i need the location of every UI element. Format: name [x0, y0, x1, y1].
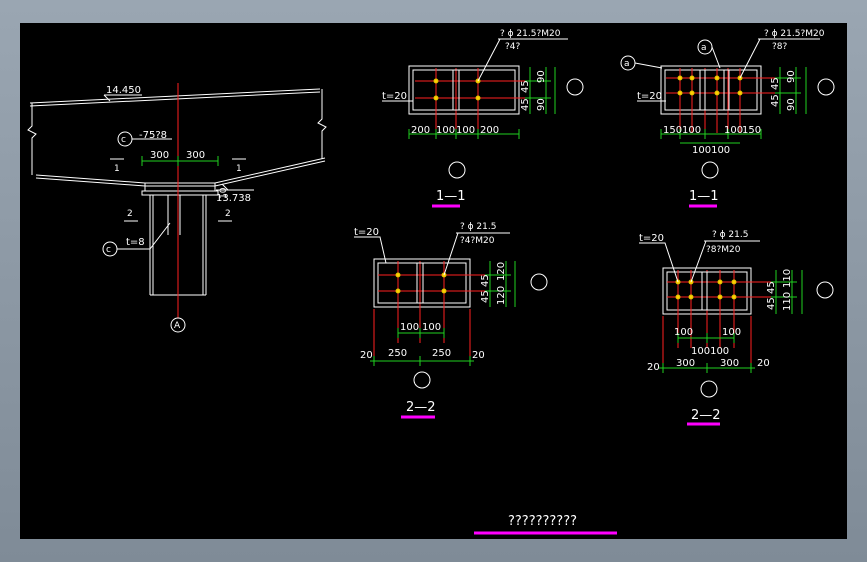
column-plate-text: t=8	[126, 237, 145, 248]
section-bubble-icon	[448, 161, 466, 179]
label-a-2: a	[701, 43, 707, 53]
section-1-1-left: ? ϕ 21.5?M20 ?4? t=20 200 100 100 200 45…	[382, 29, 584, 208]
dim-bottom-1: 150	[663, 125, 682, 136]
dim-right-1: 45	[770, 77, 781, 90]
bolt-note-2: ?8?M20	[706, 245, 741, 255]
dim-bottom-2: 300	[676, 358, 695, 369]
dim-bottom-3: 100	[456, 125, 475, 136]
plate-c-label: c	[121, 135, 126, 145]
dim-bottom-2: 250	[388, 348, 407, 359]
dim-right-1: 45	[766, 281, 777, 294]
section-title: 2—2	[406, 400, 436, 415]
dim-right-4: 120	[496, 286, 507, 305]
bolt-note-1: ? ϕ 21.5	[712, 230, 748, 240]
plate-thickness: t=20	[639, 233, 664, 244]
section-1-left: 1	[114, 164, 120, 174]
section-2-left: 2	[127, 209, 133, 219]
dim-right-4: 90	[536, 98, 547, 111]
label-a-1: a	[624, 59, 630, 69]
dim-mid-1: 100	[400, 322, 419, 333]
section-bubble-icon	[701, 161, 719, 179]
dim-right-3: 120	[496, 262, 507, 281]
dim-right-3: 110	[782, 269, 793, 288]
bottom-elevation: 13.738	[216, 193, 251, 204]
section-bubble-icon	[816, 281, 834, 299]
plate-thickness: t=20	[382, 91, 407, 102]
section-bubble-icon	[566, 78, 584, 96]
dim-mid-1: 100	[674, 327, 693, 338]
dim-right-2: 45	[766, 297, 777, 310]
bolt-note-2: ?4?M20	[460, 236, 495, 246]
bolt-note-2: ?8?	[772, 42, 788, 52]
bolt-note-2: ?4?	[505, 42, 521, 52]
dim-bottom-4: 150	[742, 125, 761, 136]
dim-right-3: 90	[536, 70, 547, 83]
drawing-title: ??????????	[508, 514, 577, 529]
section-title: 2—2	[691, 408, 721, 423]
dim-right-1: 45	[480, 274, 491, 287]
section-2-2-right: t=20 ? ϕ 21.5 ?8?M20 100 100 100100 20 3…	[639, 230, 834, 426]
section-2-right: 2	[225, 209, 231, 219]
dim-bottom-3: 100	[724, 125, 743, 136]
dim-bottom-4: 200	[480, 125, 499, 136]
dim-bottom-4: 20	[757, 358, 770, 369]
dim-bottom-1: 20	[360, 350, 373, 361]
section-bubble-icon	[413, 371, 431, 389]
dim-right-4: 90	[786, 98, 797, 111]
dim-right-2: 45	[770, 94, 781, 107]
section-bubble-icon	[817, 78, 835, 96]
dim-mid-2: 100	[722, 327, 741, 338]
column-plate-label: c	[106, 245, 111, 255]
dim-right-3: 90	[786, 70, 797, 83]
section-title: 1—1	[689, 189, 719, 204]
dim-bottom-3: 300	[720, 358, 739, 369]
dim-mid-row2: 100100	[691, 346, 729, 357]
dim-right-4: 110	[782, 292, 793, 311]
dim-bottom-1: 200	[411, 125, 430, 136]
section-2-2-left: t=20 ? ϕ 21.5 ?4?M20 100 100 20 250 250 …	[354, 222, 548, 419]
dim-mid-2: 100	[422, 322, 441, 333]
section-bubble-icon	[700, 380, 718, 398]
section-title: 1—1	[436, 189, 466, 204]
bolt-note-1: ? ϕ 21.5?M20	[764, 29, 825, 39]
drawing-title-block: ??????????	[474, 514, 617, 535]
section-bubble-icon	[530, 273, 548, 291]
axis-label: A	[174, 321, 181, 331]
plate-thickness: t=20	[637, 91, 662, 102]
dim-bottom-2: 100	[682, 125, 701, 136]
dim-bottom-row2: 100100	[692, 145, 730, 156]
dim-right-1: 45	[520, 80, 531, 93]
top-elevation: 14.450	[106, 85, 141, 96]
dim-bottom-2: 100	[436, 125, 455, 136]
bolt-note-1: ? ϕ 21.5?M20	[500, 29, 561, 39]
plate-thickness: t=20	[354, 227, 379, 238]
axis-bubble-icon	[170, 317, 186, 333]
dim-300-right: 300	[186, 150, 205, 161]
dim-bottom-3: 250	[432, 348, 451, 359]
section-1-1-right: a a ? ϕ 21.5?M20 ?8? t=20 150 100 100 15…	[620, 29, 835, 208]
dim-bottom-4: 20	[472, 350, 485, 361]
bolt-note-1: ? ϕ 21.5	[460, 222, 496, 232]
dim-10: 10	[219, 187, 229, 199]
cad-viewport[interactable]: A 14.450 13.738 10 c -75?8 300 300 1 1 2…	[20, 23, 847, 539]
dim-300-left: 300	[150, 150, 169, 161]
dim-bottom-1: 20	[647, 362, 660, 373]
plate-c-text: -75?8	[139, 130, 167, 141]
dim-right-2: 45	[520, 98, 531, 111]
beam-column-elevation: A 14.450 13.738 10 c -75?8 300 300 1 1 2…	[27, 83, 327, 333]
structural-drawing: A 14.450 13.738 10 c -75?8 300 300 1 1 2…	[27, 29, 835, 535]
section-1-right: 1	[236, 164, 242, 174]
dim-right-2: 45	[480, 290, 491, 303]
